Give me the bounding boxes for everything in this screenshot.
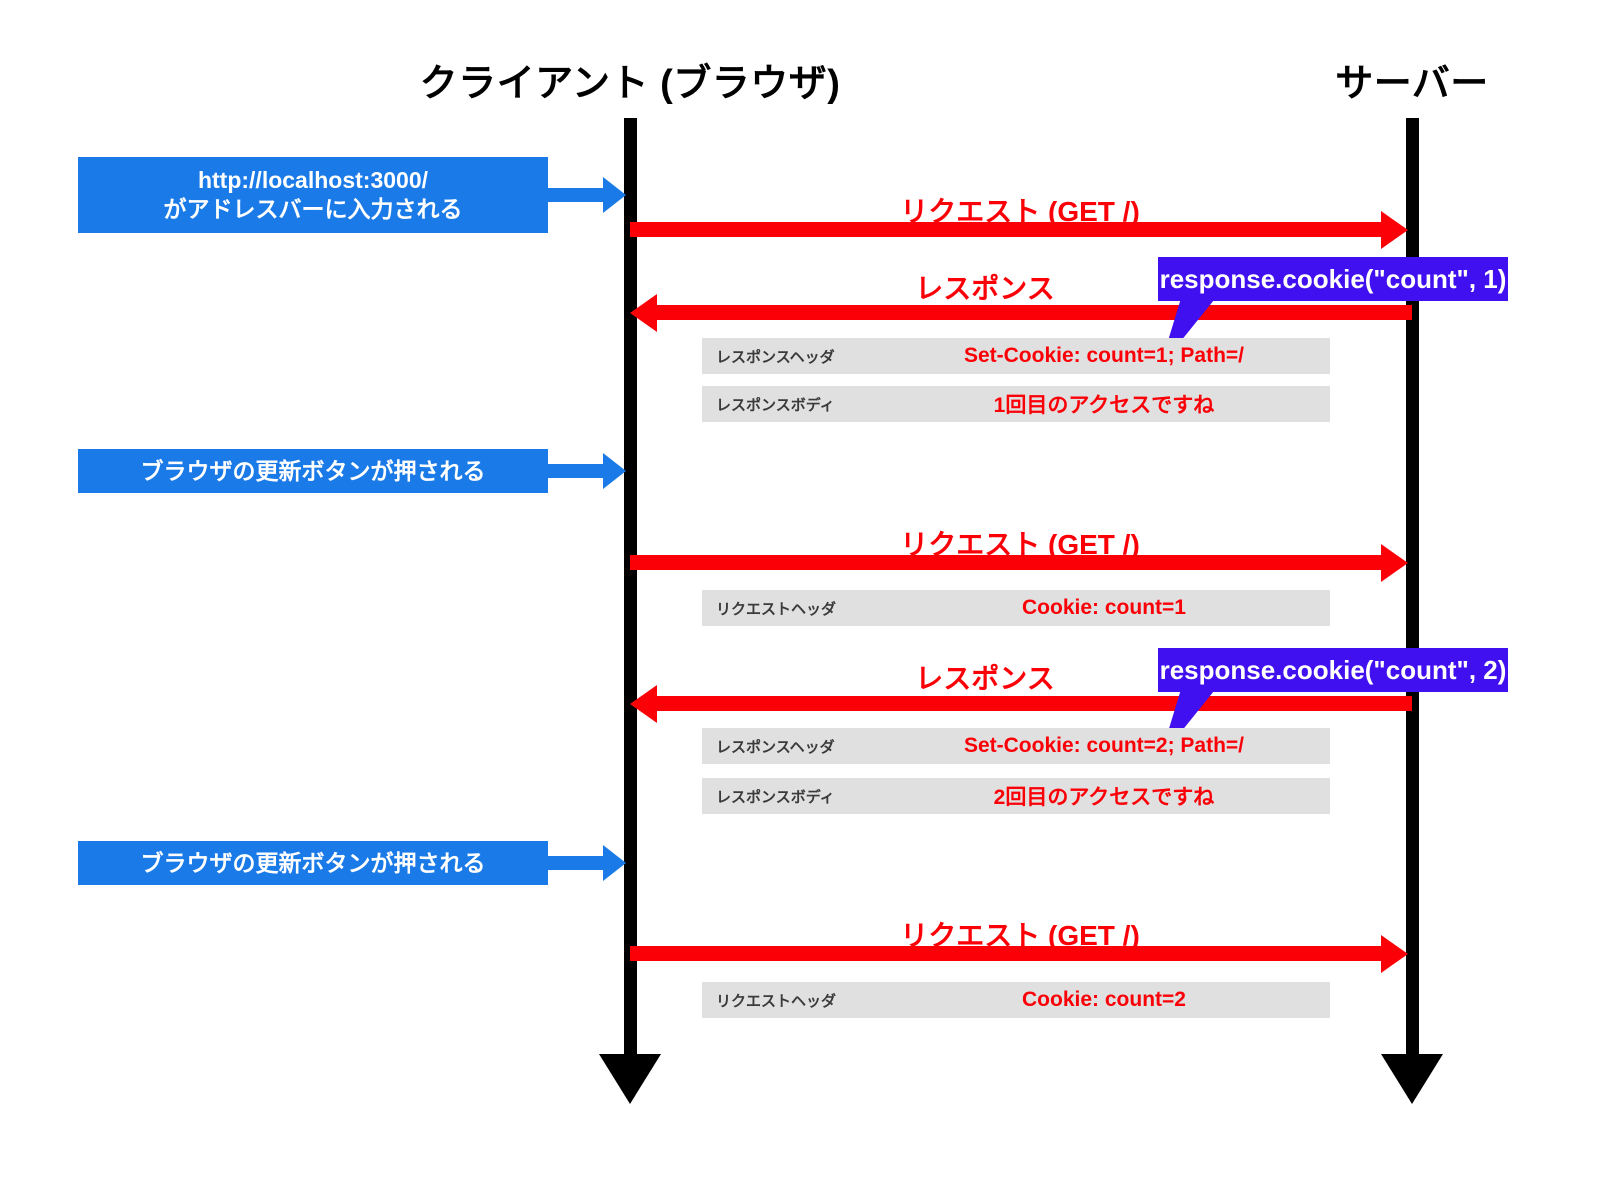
- detail-row-key: レスポンスボディ: [716, 788, 835, 806]
- detail-row: レスポンスボディ 2回目のアクセスですね: [702, 778, 1330, 814]
- message-label-request-2: リクエスト (GET /): [900, 529, 1140, 560]
- detail-row: リクエストヘッダ Cookie: count=1: [702, 590, 1330, 626]
- lifeline-server: [1406, 118, 1419, 1056]
- detail-row-value: Cookie: count=2: [1022, 988, 1186, 1011]
- actor-label-client: クライアント (ブラウザ): [419, 63, 841, 105]
- client-event-box-reload-2: ブラウザの更新ボタンが押される: [78, 841, 548, 885]
- detail-row-key: リクエストヘッダ: [716, 600, 837, 618]
- message-arrow-response-1: [630, 294, 1412, 332]
- lifeline-client: [624, 118, 637, 1056]
- message-arrow-request-2: [630, 544, 1408, 582]
- lifeline-arrowhead-server: [1381, 1054, 1443, 1104]
- message-arrow-request-3: [630, 935, 1408, 973]
- detail-row-value: Cookie: count=1: [1022, 596, 1186, 619]
- message-label-request-1: リクエスト (GET /): [900, 196, 1140, 227]
- detail-row: リクエストヘッダ Cookie: count=2: [702, 982, 1330, 1018]
- actor-label-server: サーバー: [1335, 63, 1489, 105]
- client-event-box-reload-1: ブラウザの更新ボタンが押される: [78, 449, 548, 493]
- client-event-arrow-3: [548, 845, 626, 881]
- detail-row: レスポンスヘッダ Set-Cookie: count=1; Path=/: [702, 338, 1330, 374]
- detail-row-key: レスポンスヘッダ: [716, 348, 835, 366]
- detail-row: レスポンスヘッダ Set-Cookie: count=2; Path=/: [702, 728, 1330, 764]
- message-arrow-response-2: [630, 685, 1412, 723]
- client-event-line-1: http://localhost:3000/: [197, 167, 429, 194]
- client-event-line-2: がアドレスバーに入力される: [163, 196, 463, 222]
- lifeline-arrowhead-client: [599, 1054, 661, 1104]
- detail-row-key: レスポンスヘッダ: [716, 738, 835, 756]
- detail-row-value: 1回目のアクセスですね: [993, 394, 1215, 417]
- message-label-request-3: リクエスト (GET /): [900, 920, 1140, 951]
- detail-row-value: 2回目のアクセスですね: [993, 786, 1215, 809]
- detail-row-value: Set-Cookie: count=1; Path=/: [963, 344, 1245, 367]
- detail-row-key: リクエストヘッダ: [716, 992, 837, 1010]
- callout-response-cookie-1: response.cookie("count", 1): [1158, 257, 1508, 301]
- detail-row-key: レスポンスボディ: [716, 396, 835, 414]
- client-event-box-url-entered: http://localhost:3000/ がアドレスバーに入力される: [78, 157, 548, 233]
- detail-row: レスポンスボディ 1回目のアクセスですね: [702, 386, 1330, 422]
- client-event-arrow-2: [548, 453, 626, 489]
- callout-response-cookie-2: response.cookie("count", 2): [1158, 648, 1508, 692]
- detail-row-value: Set-Cookie: count=2; Path=/: [963, 734, 1245, 757]
- message-label-response-2: レスポンス: [915, 663, 1055, 694]
- client-event-arrow-1: [548, 177, 626, 213]
- message-arrow-request-1: [630, 211, 1408, 249]
- message-label-response-1: レスポンス: [915, 273, 1055, 304]
